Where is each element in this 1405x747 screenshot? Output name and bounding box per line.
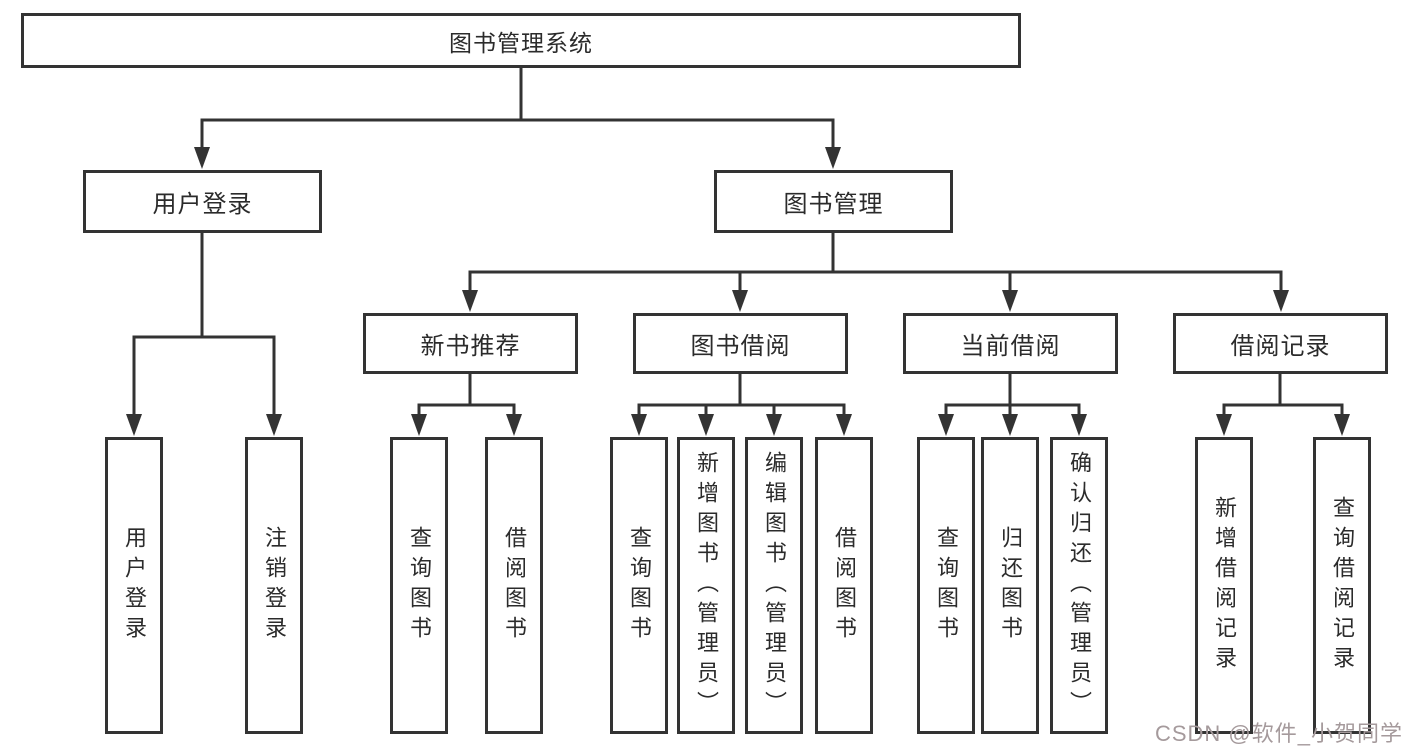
watermark-text: CSDN @软件_小贺同学 <box>1154 721 1403 746</box>
leaf-current-return-books: 归还图书 <box>981 437 1039 734</box>
node-current-borrowing: 当前借阅 <box>903 313 1118 374</box>
node-system: 图书管理系统 <box>21 13 1021 68</box>
arrowhead <box>462 290 478 312</box>
leaf-borrowing-borrow-books: 借阅图书 <box>815 437 873 734</box>
arrowhead <box>1334 414 1350 436</box>
leaf-current-confirm-return-admin: 确认归还（管理员） <box>1050 437 1108 734</box>
node-borrowing-records: 借阅记录 <box>1173 313 1388 374</box>
arrowhead <box>1273 290 1289 312</box>
arrowhead <box>1002 414 1018 436</box>
node-user-login-group: 用户登录 <box>83 170 322 233</box>
node-new-book-recommend: 新书推荐 <box>363 313 578 374</box>
leaf-records-query-record: 查询借阅记录 <box>1313 437 1371 734</box>
arrowhead <box>766 414 782 436</box>
arrowhead <box>825 147 841 169</box>
arrowhead <box>194 147 210 169</box>
leaf-borrowing-query-books: 查询图书 <box>610 437 668 734</box>
connector-path <box>132 68 1344 418</box>
arrowhead <box>506 414 522 436</box>
arrowhead <box>698 414 714 436</box>
leaf-current-query-books: 查询图书 <box>917 437 975 734</box>
leaf-user-login: 用户登录 <box>105 437 163 734</box>
arrowhead <box>631 414 647 436</box>
leaf-borrowing-edit-books-admin: 编辑图书（管理员） <box>745 437 803 734</box>
leaf-recommend-query-books: 查询图书 <box>390 437 448 734</box>
arrowhead <box>1216 414 1232 436</box>
node-book-management: 图书管理 <box>714 170 953 233</box>
arrowhead <box>836 414 852 436</box>
arrowhead <box>411 414 427 436</box>
arrowhead <box>126 414 142 436</box>
arrowhead <box>1071 414 1087 436</box>
leaf-borrowing-add-books-admin: 新增图书（管理员） <box>677 437 735 734</box>
arrowheads <box>126 147 1350 436</box>
arrowhead <box>938 414 954 436</box>
leaf-recommend-borrow-books: 借阅图书 <box>485 437 543 734</box>
arrowhead <box>1002 290 1018 312</box>
leaf-logout: 注销登录 <box>245 437 303 734</box>
leaf-records-add-record: 新增借阅记录 <box>1195 437 1253 734</box>
arrowhead <box>732 290 748 312</box>
arrowhead <box>266 414 282 436</box>
node-book-borrowing: 图书借阅 <box>633 313 848 374</box>
